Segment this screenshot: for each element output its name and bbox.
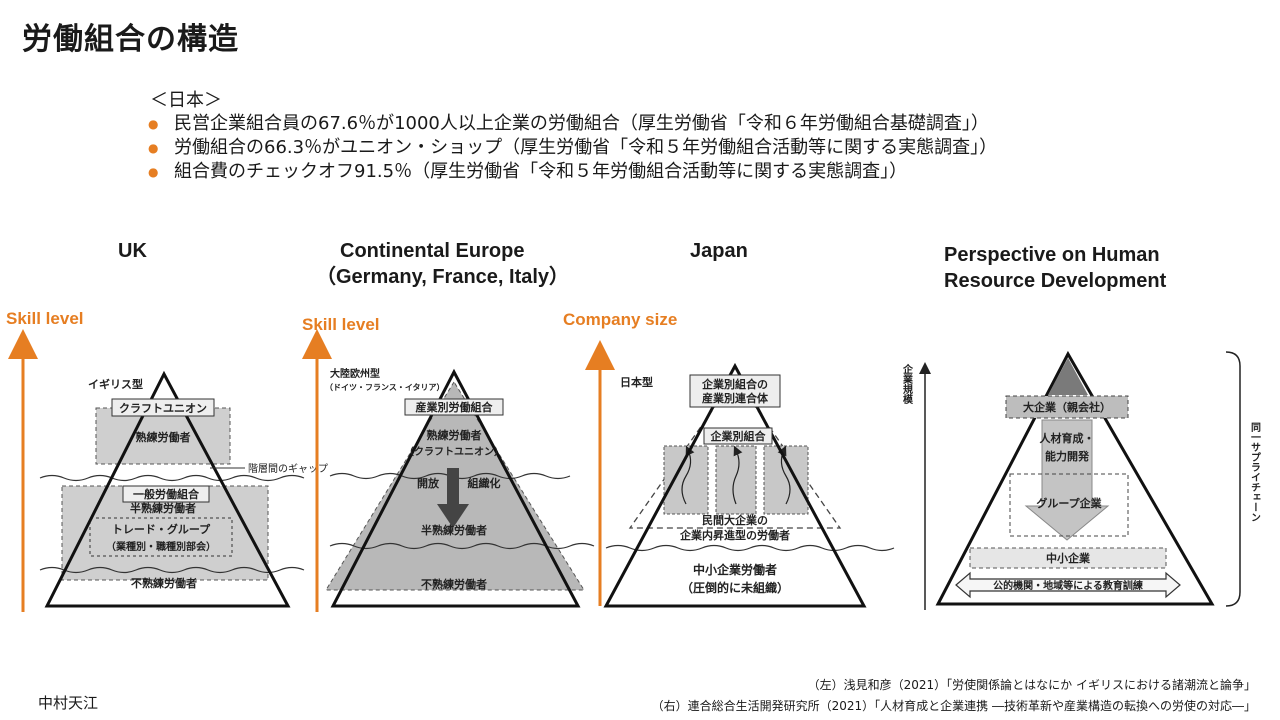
uk-general-union-label: 一般労働組合 [133,487,200,501]
continental-diagram: 大陸欧州型 （ドイツ・フランス・イタリア） 産業別労働組合 熟練労働者 （クラフ… [302,329,595,612]
japan-title: Japan [690,240,748,262]
uk-wave-line [39,474,305,482]
hrd-large-company-label: 大企業（親会社） [1023,400,1111,414]
bullet-item: 民営企業組合員の67.6％が1000人以上企業の労働組合（厚生労働省「令和６年労… [148,112,997,136]
japan-federation-frame [689,374,781,408]
japan-promotion-arrow [777,445,791,505]
hrd-supply-chain-bracket [1225,351,1241,607]
continental-pyramid [330,368,581,608]
source-right: （右）連合総合生活開発研究所（2021）「人材育成と企業連携 ―技術革新や産業構… [651,699,1256,713]
hrd-training-label-1: 人材育成・ [1040,431,1095,445]
uk-craft-label-frame [111,398,215,417]
hrd-training-label-2: 能力開発 [1045,449,1090,463]
bullet-item: 労働組合の66.3％がユニオン・ショップ（厚生労働省「令和５年労働組合活動等に関… [148,136,997,160]
uk-semi-skilled-label: 半熟練労働者 [130,501,196,515]
japan-wave-line [605,544,895,552]
japan-enterprise-column [763,445,809,515]
continental-semi-skilled-label: 半熟練労働者 [421,523,487,537]
continental-arrow-head [437,504,469,528]
hrd-axis-label: 企業規模 [901,363,914,405]
japan-sme-label-1: 中小企業労働者 [693,562,777,577]
hrd-apex-shade [1048,358,1088,395]
japan-sme-label-2: （圧倒的に未組織） [681,580,789,595]
continental-title-line2: （Germany, France, Italy） [316,266,570,288]
japan-workers-label-2: 企業内昇進型の労働者 [679,528,790,542]
hrd-title-line1: Perspective on Human [944,244,1160,266]
continental-type-label: 大陸欧州型 [330,367,380,380]
japan-diagram: 日本型 企業別組合の 産業別連合体 企業別組合 民間大企業の 企業内昇進型の労働… [585,340,895,608]
bullet-item: 組合費のチェックオフ91.5％（厚生労働省「令和５年労働組合活動等に関する実態調… [148,160,997,184]
uk-craft-union-label: クラフトユニオン [119,402,207,415]
bullet-list: 民営企業組合員の67.6％が1000人以上企業の労働組合（厚生労働省「令和６年労… [148,112,997,184]
hrd-group-company-box [1009,473,1129,537]
japan-promotion-arrow [681,445,695,505]
slide-title: 労働組合の構造 [22,22,239,57]
japan-type-label: 日本型 [620,375,653,389]
uk-pyramid [44,370,291,608]
japan-pyramid [603,362,867,608]
japan-federation-label-2: 産業別連合体 [702,391,769,405]
author-name: 中村天江 [38,694,99,712]
japan-subhead: ＜日本＞ [150,90,222,111]
uk-gap-label: 階層間のギャップ [248,463,328,475]
continental-union-label-frame [404,398,504,416]
hrd-sme-box [969,547,1167,569]
hrd-sme-label: 中小企業 [1046,551,1091,565]
japan-enterprise-union-frame [703,427,773,445]
japan-workers-label-1: 民間大企業の [702,513,768,527]
japan-promotion-arrow [732,445,743,505]
japan-axis-label: Company size [563,310,678,329]
hrd-down-arrow [1024,419,1110,541]
continental-unskilled-label: 不熟練労働者 [421,577,487,591]
hrd-public-training-arrow [955,571,1181,599]
uk-general-label-frame [122,485,210,503]
uk-type-label: イギリス型 [88,377,143,391]
source-left: （左）浅見和彦（2021）「労使関係論とはなにか イギリスにおける諸潮流と論争」 [807,678,1256,692]
uk-trade-group-label: トレード・グループ [112,522,211,536]
uk-axis-label: Skill level [6,309,84,328]
continental-craft-union-label: （クラフトユニオン） [404,445,504,458]
hrd-group-company-label: グループ企業 [1036,496,1102,510]
uk-diagram: イギリス型 クラフトユニオン 熟練労働者 階層間のギャップ 一般労働組合 半熟練… [7,329,328,612]
uk-title: UK [118,240,147,262]
uk-skilled-label: 熟練労働者 [136,430,191,444]
hrd-public-training-label: 公的機関・地域等による教育訓練 [993,579,1143,592]
hrd-diagram: 企業規模 同一サプライチェーン 大企業（親会社） 人材育成・ 能力開発 グループ… [901,350,1261,610]
uk-wave-line [39,566,305,574]
hrd-supply-chain-label: 同一サプライチェーン [1249,422,1261,522]
continental-skilled-label: 熟練労働者 [427,428,482,442]
japan-enterprise-union-label: 企業別組合 [710,429,767,443]
continental-title-line1: Continental Europe [340,240,525,262]
continental-industrial-union-label: 産業別労働組合 [416,400,494,414]
japan-federation-label-1: 企業別組合の [701,377,768,391]
continental-arrow-shaft [447,468,459,506]
uk-trade-group-sub-label: （業種別・職種別部会） [106,540,216,553]
hrd-title-line2: Resource Development [944,270,1167,292]
hrd-large-company-box [1005,395,1129,419]
continental-organize-label: 組織化 [468,476,501,490]
uk-unskilled-label: 不熟練労働者 [131,576,197,590]
continental-opening-label: 開放 [417,476,440,490]
continental-type-sub-label: （ドイツ・フランス・イタリア） [325,382,445,392]
